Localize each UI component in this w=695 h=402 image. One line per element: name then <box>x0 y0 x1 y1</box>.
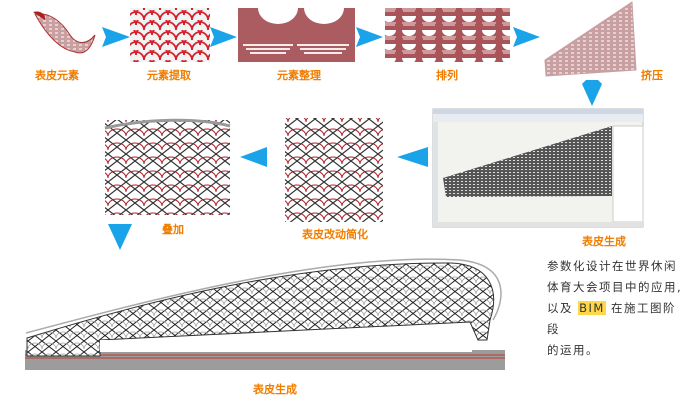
tile-element-arrange <box>238 8 355 62</box>
label-skin-generate: 表皮生成 <box>582 235 626 248</box>
arrow-right-icon <box>356 27 383 47</box>
arrow-right-icon <box>210 27 237 47</box>
description-text-part: 在施工图阶段 <box>547 301 677 336</box>
tile-element-extract <box>130 8 210 62</box>
building-elevation <box>25 258 505 370</box>
description-text-part: 以及 <box>547 301 579 315</box>
arrow-left-icon <box>397 147 428 167</box>
tile-simplified <box>285 118 383 222</box>
extruded-skin <box>544 1 637 77</box>
label-overlay: 叠加 <box>162 223 184 236</box>
fish-icon <box>33 11 96 54</box>
label-arrangement: 排列 <box>436 69 458 82</box>
description-line: 以及 BIM 在施工图阶段 <box>547 298 687 340</box>
software-screenshot <box>432 108 644 228</box>
description-text: 参数化设计在世界休闲 体育大会项目中的应用, 以及 BIM 在施工图阶段 的运用… <box>547 256 687 361</box>
description-line: 体育大会项目中的应用, <box>547 280 683 294</box>
description-line: 参数化设计在世界休闲 <box>547 259 677 273</box>
tile-overlay <box>104 118 231 215</box>
description-line: 的运用。 <box>547 343 599 357</box>
arrow-left-icon <box>240 147 267 167</box>
label-skin-element: 表皮元素 <box>35 69 79 82</box>
label-skin-simplify: 表皮改动简化 <box>302 228 368 241</box>
arrow-right-icon <box>513 27 540 47</box>
arrow-down-icon <box>108 224 132 250</box>
bim-highlight: BIM <box>578 301 606 315</box>
arrow-right-icon <box>102 27 130 47</box>
label-element-arrange: 元素整理 <box>277 69 321 82</box>
tile-arrangement <box>385 8 510 62</box>
label-element-extract: 元素提取 <box>147 69 191 82</box>
label-extrude: 挤压 <box>641 69 663 82</box>
label-skin-generate-final: 表皮生成 <box>253 383 297 396</box>
arrow-down-icon <box>582 80 602 106</box>
